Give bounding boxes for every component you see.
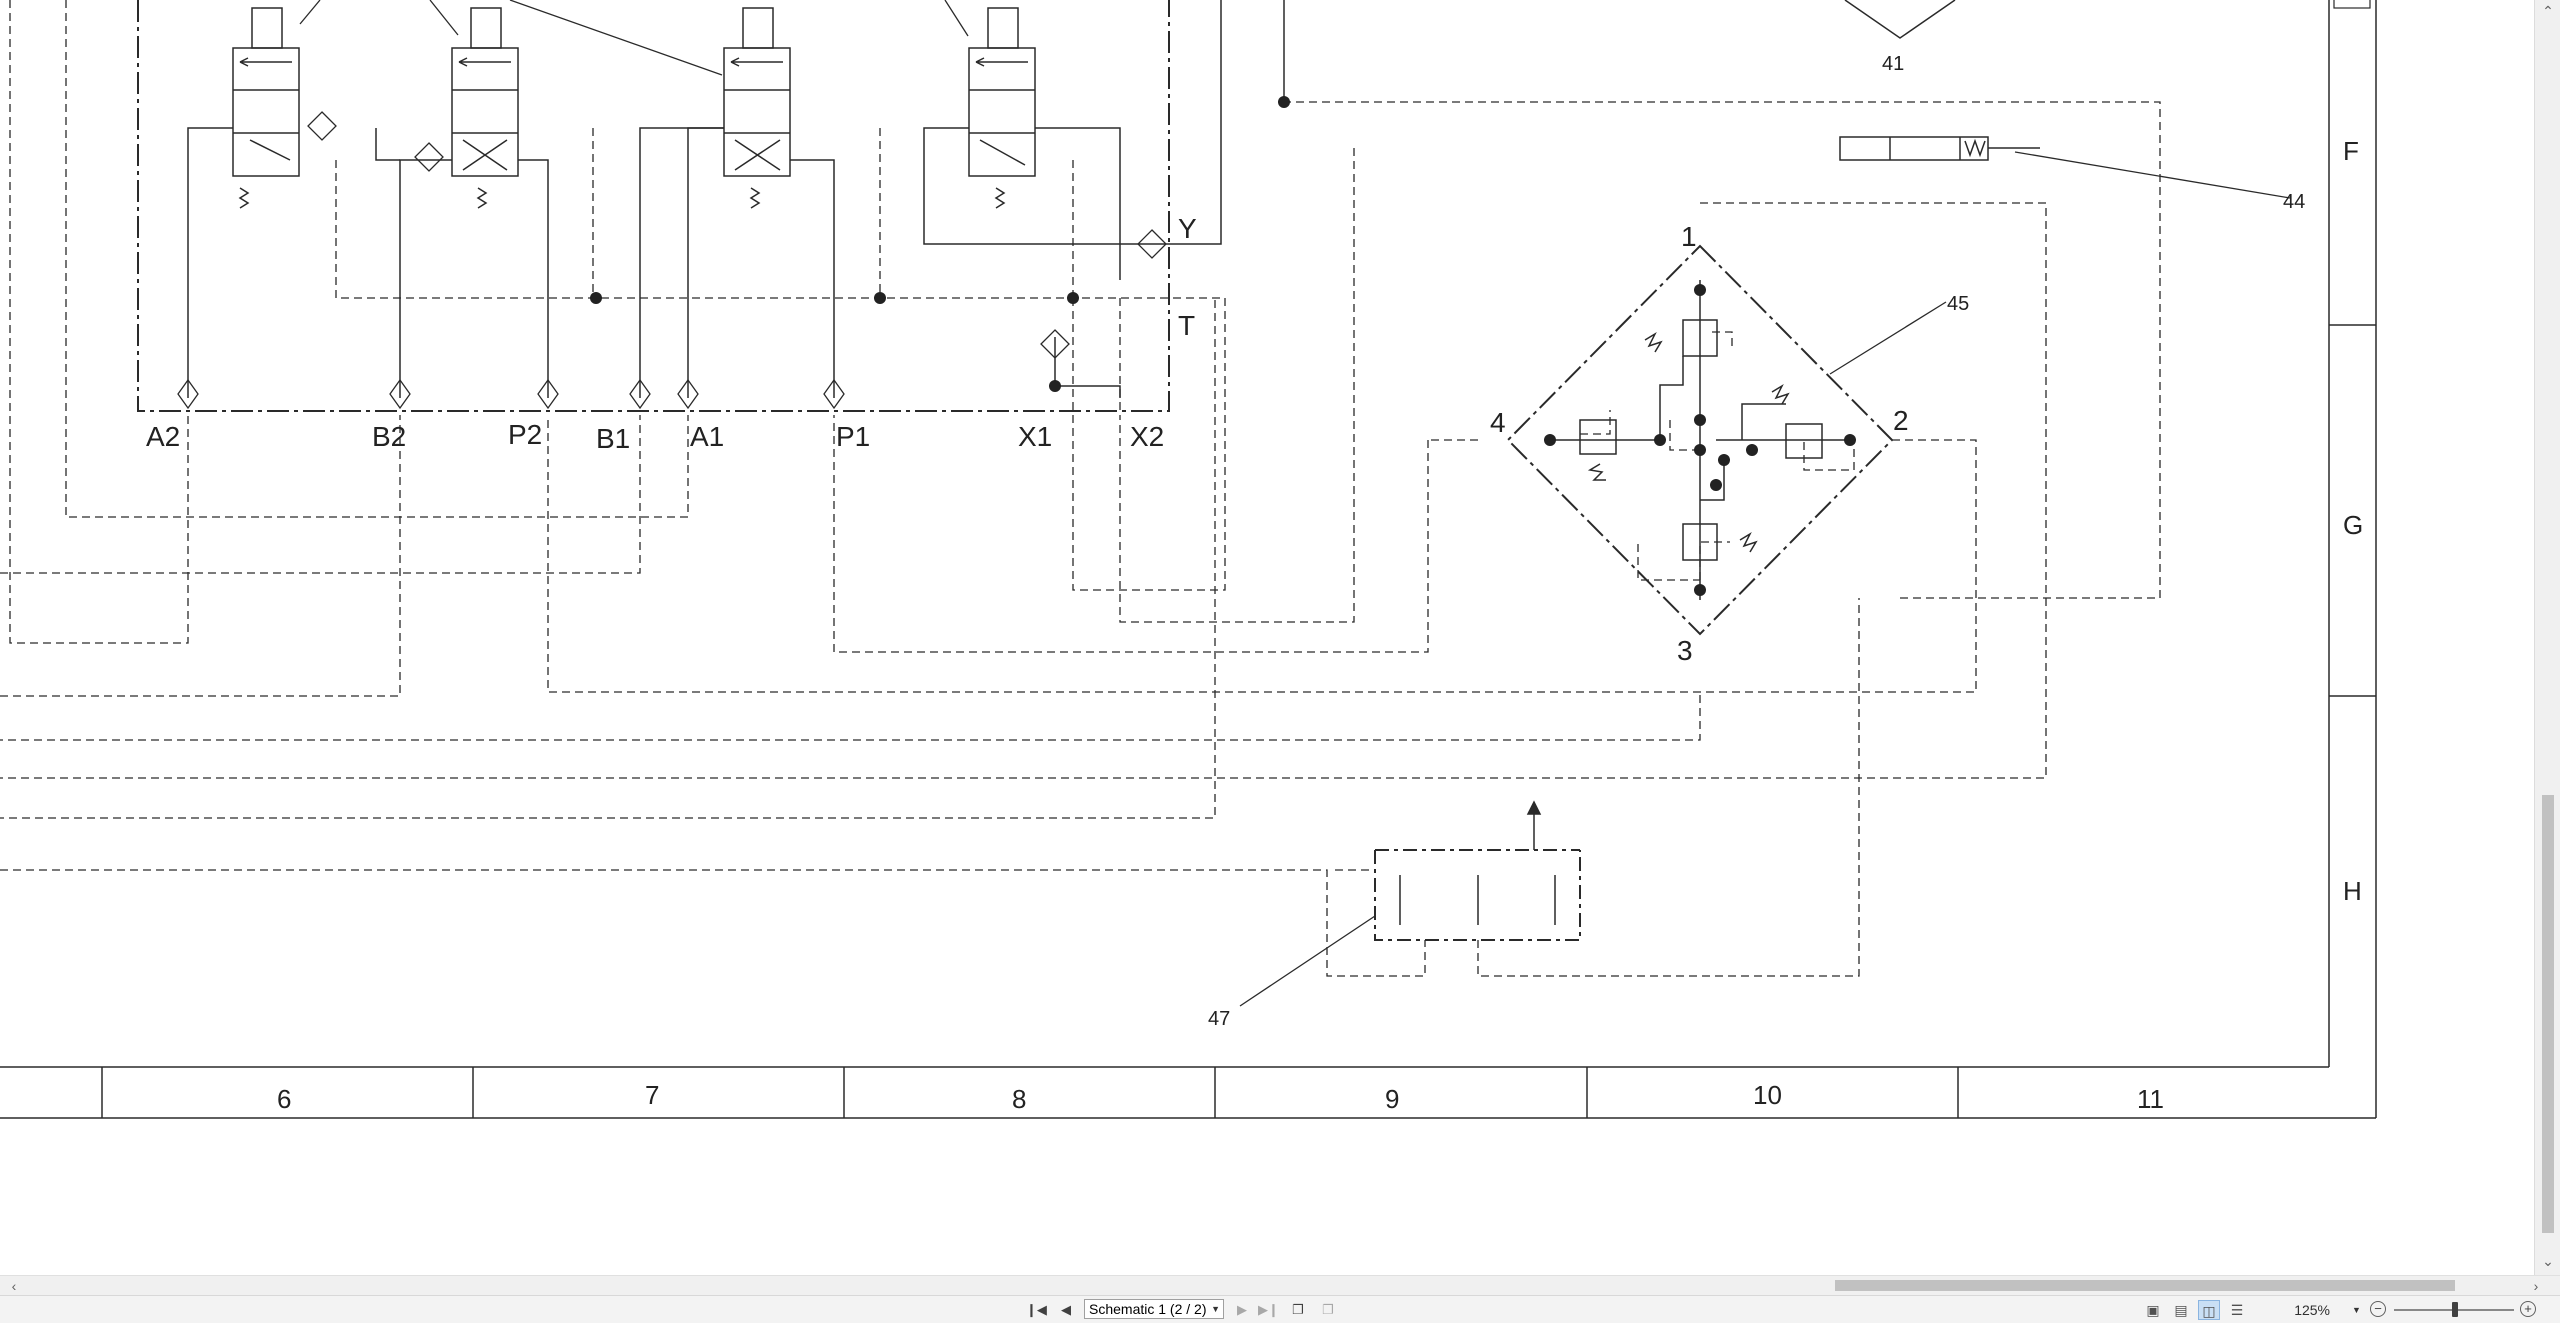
first-page-icon[interactable]: ❙◀ — [1026, 1302, 1047, 1317]
column-label-8: 8 — [1012, 1084, 1026, 1114]
port-b1-label: B1 — [596, 423, 630, 454]
copy-sheet-icon[interactable]: ❐ — [1322, 1302, 1334, 1317]
scroll-right-icon[interactable]: › — [2533, 1278, 2539, 1294]
chevron-down-icon: ▼ — [1211, 1304, 1220, 1314]
zoom-dropdown-icon[interactable]: ▼ — [2352, 1305, 2361, 1315]
port-x1-label: X1 — [1018, 421, 1052, 452]
next-page-icon[interactable]: ▶ — [1237, 1302, 1247, 1317]
row-label-f: F — [2343, 136, 2359, 166]
callout-47: 47 — [1208, 1008, 1230, 1030]
port-y-label: Y — [1178, 213, 1197, 244]
scroll-up-icon[interactable]: ⌃ — [2542, 3, 2554, 19]
row-label-h: H — [2343, 876, 2362, 906]
port-p2-label: P2 — [508, 419, 542, 450]
column-label-10: 10 — [1753, 1080, 1782, 1110]
shuttle-port-4-label: 4 — [1490, 407, 1506, 438]
last-page-icon[interactable]: ▶❙ — [1258, 1302, 1279, 1317]
zoom-level[interactable]: 125% — [2294, 1302, 2330, 1318]
drawing-canvas[interactable]: F G H 6 7 8 9 10 11 41 44 45 47 A2 B2 P2… — [0, 0, 2534, 1275]
scroll-view-icon[interactable]: ☰ — [2230, 1302, 2244, 1318]
schematic-drawing: F G H 6 7 8 9 10 11 41 44 45 47 A2 B2 P2… — [0, 0, 2377, 1119]
scroll-left-icon[interactable]: ‹ — [11, 1278, 17, 1294]
vertical-scroll-thumb[interactable] — [2542, 795, 2554, 1233]
continuous-view-icon[interactable]: ▤ — [2174, 1302, 2188, 1318]
port-b2-label: B2 — [372, 421, 406, 452]
horizontal-scroll-thumb[interactable] — [1835, 1280, 2455, 1291]
column-label-7: 7 — [645, 1080, 659, 1110]
shuttle-port-3-label: 3 — [1677, 635, 1693, 666]
sheet-selector[interactable]: Schematic 1 (2 / 2) ▼ — [1084, 1299, 1224, 1319]
column-label-6: 6 — [277, 1084, 291, 1114]
callout-45: 45 — [1947, 293, 1969, 315]
scroll-down-icon[interactable]: ⌄ — [2542, 1253, 2554, 1269]
zoom-in-icon[interactable]: + — [2520, 1301, 2536, 1317]
port-x2-label: X2 — [1130, 421, 1164, 452]
row-label-g: G — [2343, 510, 2363, 540]
port-p1-label: P1 — [836, 421, 870, 452]
shuttle-port-1-label: 1 — [1681, 221, 1697, 252]
callout-44: 44 — [2283, 191, 2305, 213]
column-label-11: 11 — [2137, 1084, 2164, 1114]
vertical-scrollbar[interactable]: ⌃ ⌄ — [2534, 0, 2560, 1275]
callout-41: 41 — [1882, 53, 1904, 75]
shuttle-port-2-label: 2 — [1893, 405, 1909, 436]
horizontal-scrollbar[interactable]: ‹ › — [0, 1275, 2560, 1295]
previous-page-icon[interactable]: ◀ — [1061, 1302, 1071, 1317]
zoom-out-icon[interactable]: − — [2370, 1301, 2386, 1317]
status-bar: ❙◀ ◀ Schematic 1 (2 / 2) ▼ ▶ ▶❙ ❐ ❐ ▣ ▤ … — [0, 1295, 2560, 1323]
sheet-selector-value: Schematic 1 (2 / 2) — [1089, 1301, 1207, 1317]
port-t-label: T — [1178, 310, 1195, 341]
two-page-view-icon[interactable]: ◫ — [2198, 1300, 2220, 1320]
column-label-9: 9 — [1385, 1084, 1399, 1114]
duplicate-sheet-icon[interactable]: ❐ — [1292, 1302, 1304, 1317]
port-a1-label: A1 — [690, 421, 724, 452]
single-page-view-icon[interactable]: ▣ — [2146, 1302, 2160, 1318]
port-a2-label: A2 — [146, 421, 180, 452]
zoom-slider-thumb[interactable] — [2452, 1302, 2458, 1317]
